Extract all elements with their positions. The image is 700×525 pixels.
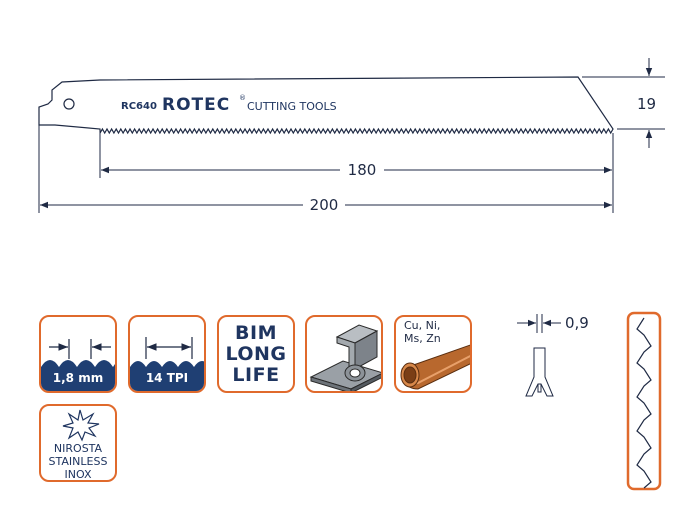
total-length-value: 200: [310, 196, 339, 214]
metal-profiles-badge: [305, 315, 383, 393]
bim-text: BIM LONG LIFE: [219, 323, 293, 386]
blade-cross-section-icon: [525, 347, 554, 397]
tpi-badge: 14 TPI: [128, 315, 206, 393]
tpi-label: 14 TPI: [145, 371, 189, 385]
tooth-pitch-badge: 1,8 mm: [39, 315, 117, 393]
nirosta-line-3: INOX: [64, 468, 92, 481]
metals-text: Cu, Ni, Ms, Zn: [404, 319, 441, 345]
metals-line-1: Cu, Ni,: [404, 319, 441, 332]
blade-model: RC640: [121, 101, 157, 112]
bim-line-2: LONG: [225, 343, 287, 365]
nirosta-badge: NIROSTA STAINLESS INOX: [39, 404, 117, 482]
brand-tagline: CUTTING TOOLS: [247, 100, 337, 113]
metals-line-2: Ms, Zn: [404, 332, 441, 345]
height-dimension: [582, 58, 665, 148]
height-value: 19: [637, 95, 656, 113]
bim-line-1: BIM: [235, 322, 277, 344]
thickness-value: 0,9: [565, 314, 589, 332]
bim-long-life-badge: BIM LONG LIFE: [217, 315, 295, 393]
tooth-pitch-icon: [41, 339, 115, 391]
cutting-length-dimension: [99, 133, 614, 178]
registered-mark: ®: [239, 94, 246, 102]
thickness-dimension: [517, 314, 561, 333]
star-burst-icon: [62, 409, 100, 442]
tooth-pitch-label: 1,8 mm: [52, 371, 104, 385]
mounting-hole: [63, 98, 75, 110]
nirosta-line-2: STAINLESS: [48, 455, 108, 468]
total-length-dimension: [38, 125, 614, 213]
brand-logo: ROTEC: [162, 95, 230, 115]
nirosta-line-1: NIROSTA: [53, 442, 103, 455]
saw-blade: [38, 76, 614, 136]
nirosta-text: NIROSTA STAINLESS INOX: [41, 442, 115, 481]
metal-profiles-icon: [309, 324, 381, 391]
copper-pipe-icon: [400, 344, 470, 390]
tpi-icon: [130, 337, 204, 391]
cutting-length-value: 180: [348, 161, 377, 179]
bim-line-3: LIFE: [232, 364, 280, 386]
tooth-set-icon: [626, 311, 662, 491]
copper-pipe-badge: Cu, Ni, Ms, Zn: [394, 315, 472, 393]
